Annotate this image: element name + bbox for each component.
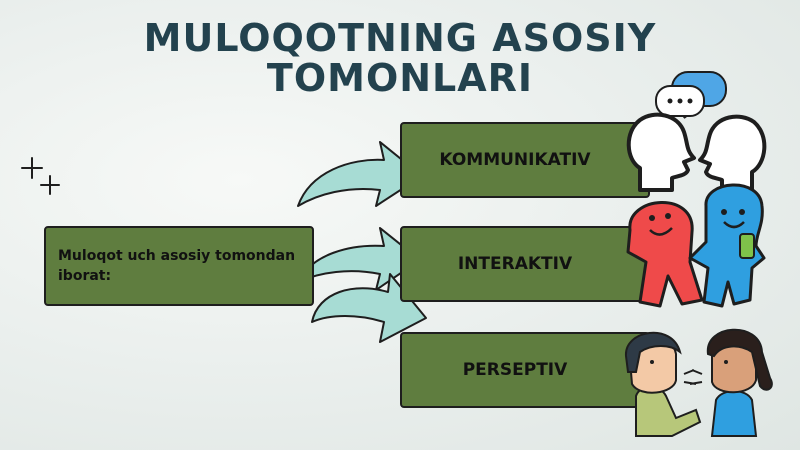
aspect-box-perseptiv: PERSEPTIV: [400, 332, 650, 408]
page-title: MULOQOTNING ASOSIY TOMONLARI: [143, 16, 657, 100]
arrow-to-perseptiv: [311, 273, 427, 343]
main-statement-box: Muloqot uch asosiy tomondan iborat:: [44, 226, 314, 306]
red-character: [626, 201, 704, 308]
aspect-box-kommunikativ: KOMMUNIKATIV: [400, 122, 650, 198]
friends-characters-icon: [626, 183, 766, 308]
boy-figure: [624, 331, 702, 437]
aspect-label: PERSEPTIV: [462, 360, 568, 380]
girl-figure: [689, 328, 773, 437]
blue-character: [688, 183, 766, 308]
aspect-box-interaktiv: INTERAKTIV: [400, 226, 650, 302]
main-statement-text: Muloqot uch asosiy tomondan iborat:: [58, 248, 296, 284]
aspect-label: KOMMUNIKATIV: [439, 150, 591, 170]
talking-heads-icon: [626, 71, 767, 196]
kids-talking-icon: [624, 328, 773, 437]
aspect-label: INTERAKTIV: [457, 254, 573, 274]
